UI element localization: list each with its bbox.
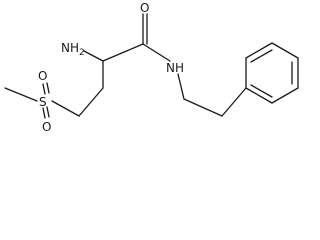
bond-sulfur-oxygen-lower-a: [42, 107, 46, 119]
bonds: [4, 13, 247, 119]
ring-bond-6: [245, 87, 273, 104]
amide-nitrogen-label: NH: [166, 61, 184, 75]
amine-label-subscript: 2: [79, 48, 85, 58]
sulfonyl-oxygen-upper-label: O: [38, 69, 47, 83]
sulfonyl-oxygen-lower-label: O: [42, 120, 51, 134]
bond-sulfur-oxygen-upper-b: [46, 82, 50, 94]
ring-inner-double-3: [250, 84, 273, 98]
ring-bond-3: [271, 42, 299, 59]
bond-carbonyl-amide-nitrogen: [142, 43, 171, 62]
bond-ethyl-ch2-ch2: [183, 98, 223, 117]
ring-bond-2: [245, 42, 273, 59]
bond-methyl-sulfur: [4, 87, 38, 102]
atom-labels: NH2 O NH S O O: [38, 1, 184, 134]
phenyl-ring: [245, 42, 299, 104]
bond-sulfur-oxygen-lower-b: [46, 106, 50, 118]
carbonyl-oxygen-label: O: [140, 1, 149, 15]
amine-label-main: NH: [61, 41, 79, 55]
bond-ch2-phenyl: [221, 87, 247, 117]
bond-alpha-carbon-carbonyl: [102, 43, 144, 62]
sulfur-label: S: [39, 95, 47, 109]
ring-inner-double-1: [250, 49, 273, 63]
chemical-structure: NH2 O NH S O O: [4, 1, 299, 134]
bond-sulfur-oxygen-upper-a: [42, 83, 46, 95]
bond-ch2-ch2: [78, 87, 104, 117]
bond-sulfur-ch2: [51, 100, 80, 117]
bond-alpha-carbon-amine: [83, 50, 104, 62]
amine-label: NH2: [61, 41, 85, 58]
ring-bond-5: [271, 87, 299, 104]
bond-amide-nitrogen-ch2: [177, 73, 185, 100]
